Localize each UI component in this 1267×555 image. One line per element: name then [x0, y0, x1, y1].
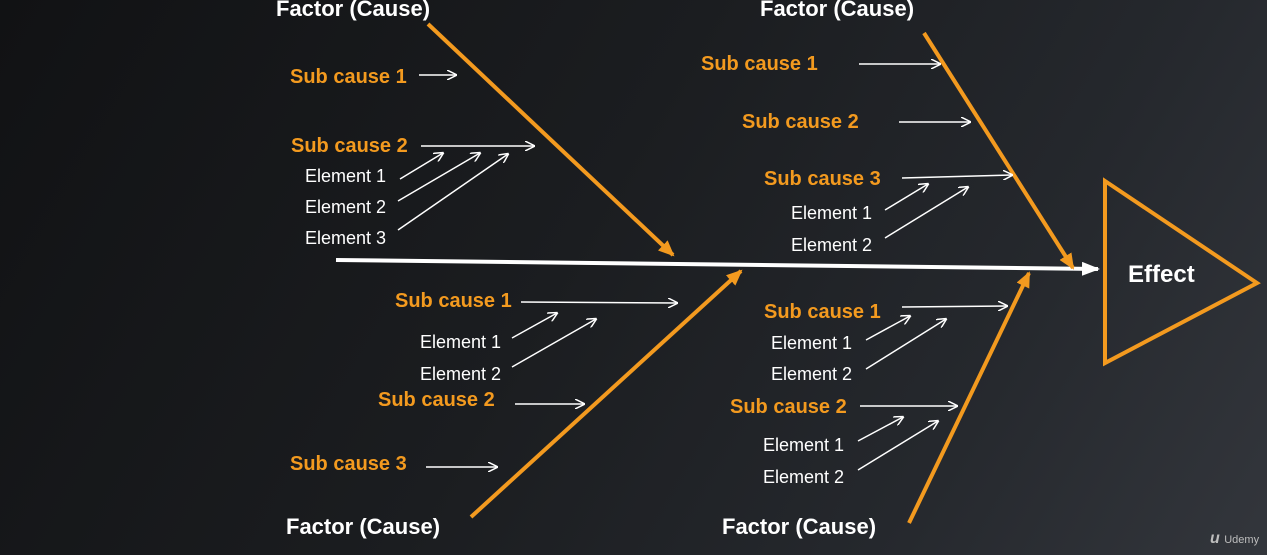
element-label: Element 2 — [771, 364, 853, 384]
effect-head — [1103, 177, 1261, 367]
bone-bottom-right — [907, 271, 1031, 524]
arrow-br-sub1 — [901, 306, 1007, 307]
udemy-logo: u Udemy — [1210, 531, 1259, 547]
sub-cause-label: Sub cause 2 — [378, 389, 495, 411]
element-label: Element 2 — [420, 364, 502, 384]
arrow-tr-el2 — [884, 187, 968, 239]
element-label: Element 1 — [305, 166, 387, 186]
sub-cause-label: Sub cause 2 — [730, 396, 847, 418]
bone-top-left — [426, 22, 675, 257]
spine-line — [335, 258, 1100, 276]
arrow-tl-el2 — [397, 153, 480, 202]
element-label: Element 3 — [305, 228, 387, 248]
sub-cause-label: Sub cause 1 — [764, 301, 881, 323]
sub-cause-label: Sub cause 1 — [290, 66, 407, 88]
element-label: Element 2 — [791, 235, 873, 255]
element-label: Element 1 — [791, 203, 873, 223]
sub-cause-label: Sub cause 1 — [701, 53, 818, 75]
factor-label-bottom-right: Factor (Cause) — [722, 514, 877, 539]
udemy-logo-icon: u — [1210, 530, 1220, 547]
bone-top-right — [922, 31, 1075, 270]
sub-cause-label: Sub cause 3 — [764, 168, 881, 190]
arrow-br-s1-el1 — [865, 316, 910, 341]
element-label: Element 2 — [305, 197, 387, 217]
arrow-bl-el1 — [511, 313, 557, 339]
arrow-tl-el3 — [397, 154, 508, 231]
arrow-tr-el1 — [884, 184, 928, 211]
sub-cause-label: Sub cause 1 — [395, 290, 512, 312]
arrow-br-s1-el2 — [865, 319, 946, 370]
effect-label: Effect — [1128, 261, 1195, 288]
arrow-bl-sub1 — [520, 302, 677, 303]
sub-cause-label: Sub cause 2 — [291, 135, 408, 157]
element-label: Element 2 — [763, 467, 845, 487]
sub-cause-label: Sub cause 3 — [290, 453, 407, 475]
element-label: Element 1 — [763, 435, 845, 455]
factor-label-top-right: Factor (Cause) — [760, 0, 915, 21]
udemy-logo-text: Udemy — [1224, 534, 1260, 546]
factor-label-bottom-left: Factor (Cause) — [286, 514, 441, 539]
arrow-tr-sub3 — [901, 175, 1012, 178]
arrow-br-s2-el1 — [857, 417, 903, 442]
element-label: Element 1 — [420, 332, 502, 352]
element-label: Element 1 — [771, 333, 853, 353]
bone-bottom-left — [469, 269, 743, 519]
factor-label-top-left: Factor (Cause) — [276, 0, 431, 21]
arrow-br-s2-el2 — [857, 421, 938, 471]
arrow-tl-el1 — [399, 153, 443, 180]
arrow-bl-el2 — [511, 319, 596, 368]
sub-cause-label: Sub cause 2 — [742, 111, 859, 133]
